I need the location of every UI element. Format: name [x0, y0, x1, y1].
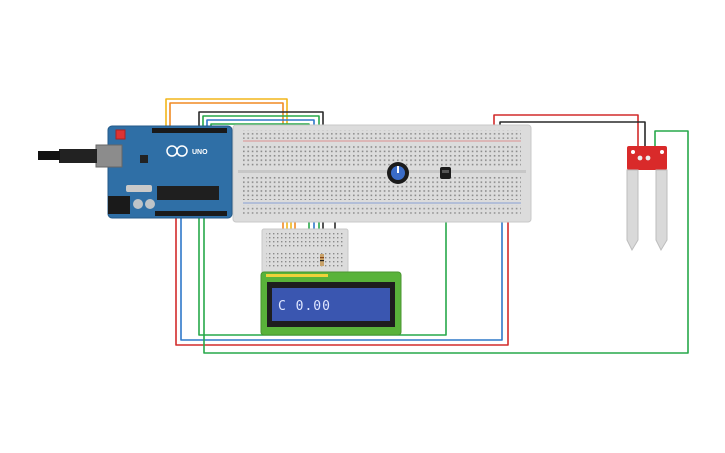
dc-jack-icon	[108, 196, 130, 214]
board-label: UNO	[192, 149, 208, 156]
capacitor-1	[133, 199, 143, 209]
lcd-display[interactable]: C 0.00	[260, 271, 402, 336]
microcontroller-chip	[157, 186, 219, 200]
sensor-probe-left	[626, 169, 639, 252]
arduino-logo-icon	[166, 145, 188, 157]
wire-blue-bottom[interactable]	[180, 212, 503, 341]
arduino-board[interactable]: UNO	[38, 125, 233, 219]
temperature-sensor[interactable]	[440, 167, 451, 179]
wire-red-bottom[interactable]	[175, 212, 509, 346]
usb-connector	[38, 144, 123, 168]
main-breadboard[interactable]	[232, 124, 532, 223]
lcd-pins	[266, 274, 328, 277]
resistor[interactable]	[320, 254, 324, 266]
analog-header	[155, 211, 227, 216]
sensor-probe-right	[655, 169, 668, 252]
lcd-text: C 0.00	[278, 299, 331, 314]
reset-button[interactable]	[115, 129, 126, 140]
wire-green-moisture[interactable]	[203, 130, 689, 354]
lcd-screen	[272, 288, 390, 321]
soil-moisture-sensor[interactable]	[626, 146, 668, 252]
capacitor-2	[145, 199, 155, 209]
small-breadboard[interactable]	[261, 228, 349, 274]
potentiometer[interactable]	[387, 162, 409, 184]
digital-header	[152, 128, 227, 133]
